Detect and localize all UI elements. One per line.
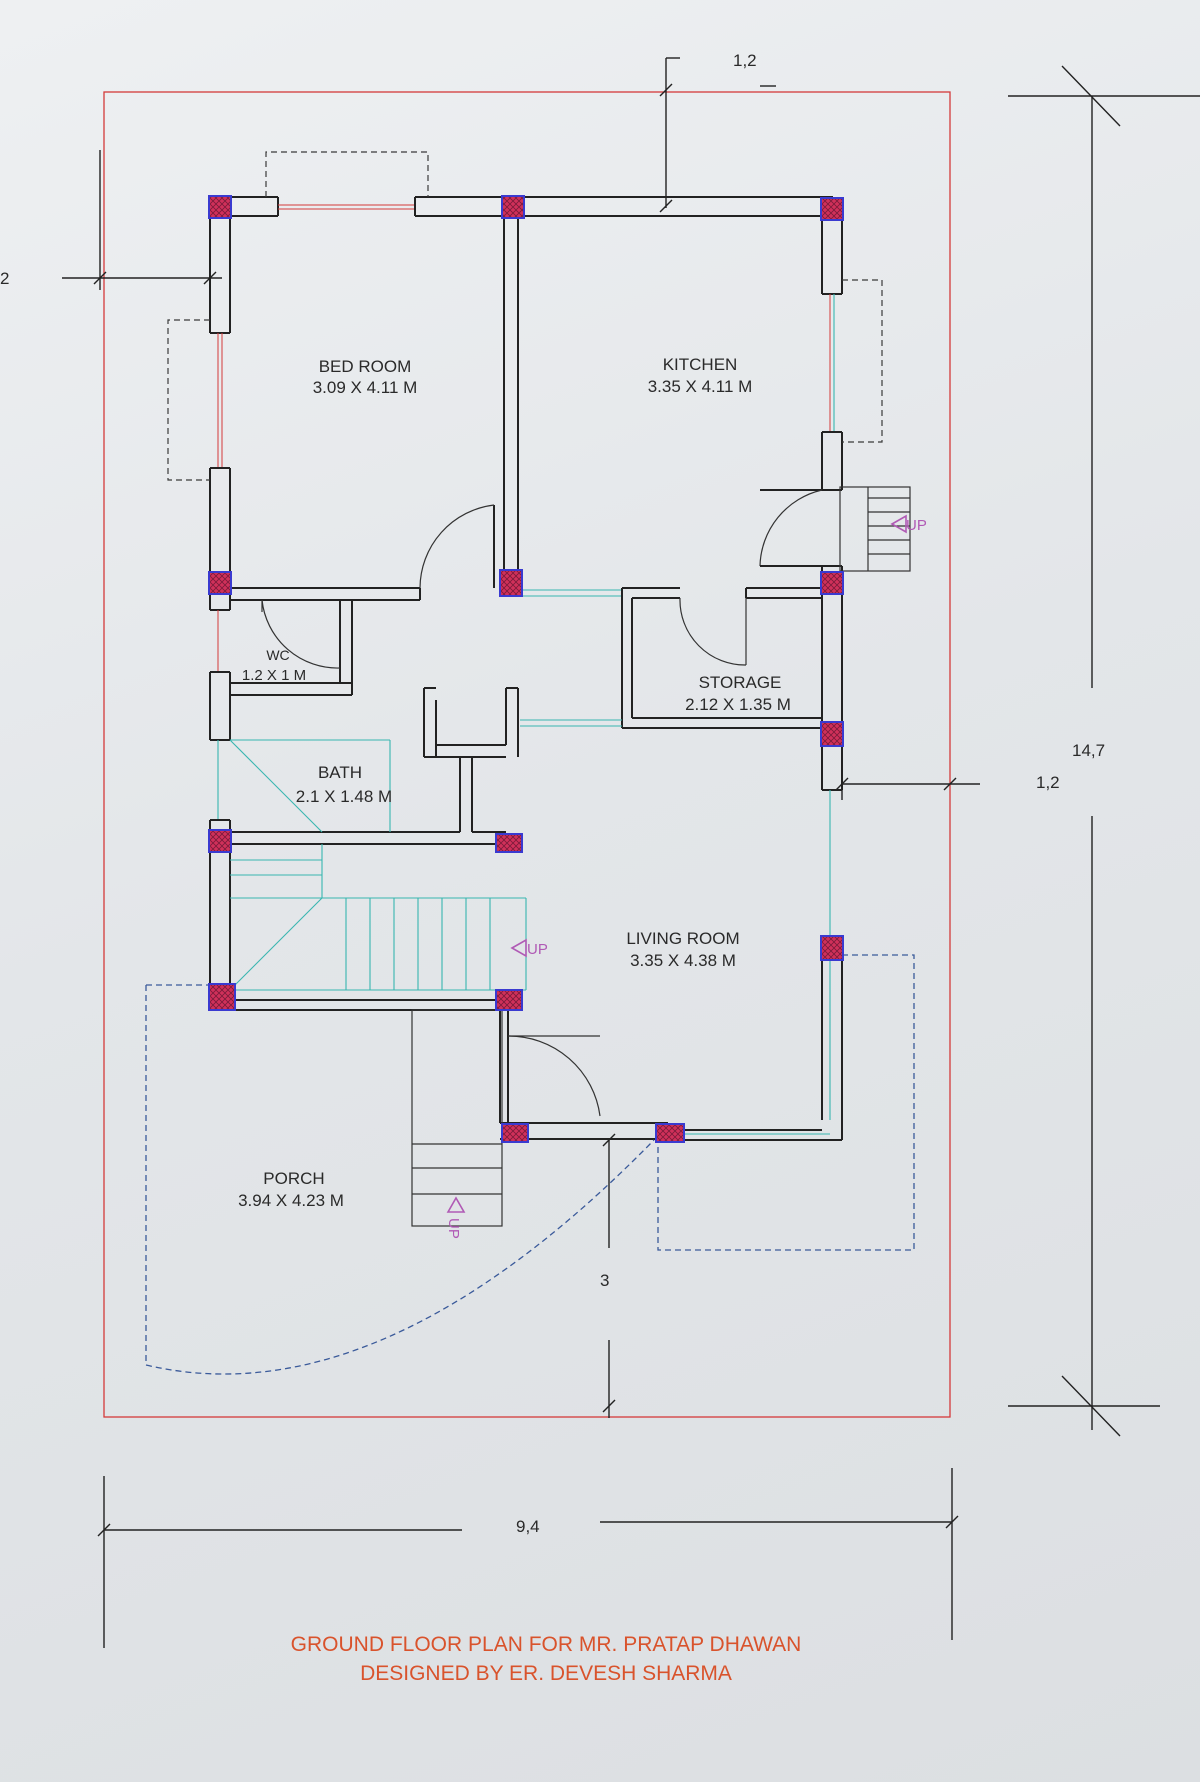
up-arrow-icon (446, 1196, 466, 1213)
up-label-service: UP (906, 517, 927, 534)
room-name-bedroom: BED ROOM (319, 357, 412, 376)
dim-top-setback: 1,2 (733, 51, 757, 70)
plot-boundary (103, 91, 951, 1418)
up-label-main-stair: UP (527, 941, 548, 958)
up-label-porch-step: UP (445, 1218, 462, 1239)
dimension-lines (62, 57, 1200, 1648)
door-swings (261, 489, 842, 1117)
up-arrow-icon (510, 938, 527, 958)
room-name-bath: BATH (318, 763, 362, 782)
structural-columns (208, 195, 844, 1143)
room-name-porch: PORCH (263, 1169, 324, 1188)
up-arrow-icon (890, 514, 907, 534)
dim-overall-width: 9,4 (516, 1517, 540, 1536)
room-size-kitchen: 3.35 X 4.11 M (648, 377, 753, 396)
dim-overall-length: 14,7 (1072, 741, 1105, 760)
dim-right-setback: 1,2 (1036, 773, 1060, 792)
plan-title: GROUND FLOOR PLAN FOR MR. PRATAP DHAWAN (291, 1633, 802, 1656)
room-name-wc: WC (266, 647, 289, 663)
room-size-living: 3.35 X 4.38 M (630, 951, 736, 970)
room-name-storage: STORAGE (699, 673, 782, 692)
room-size-porch: 3.94 X 4.23 M (238, 1191, 344, 1210)
dim-left-setback: 2 (0, 269, 9, 288)
room-size-wc: 1.2 X 1 M (242, 667, 306, 684)
room-size-bedroom: 3.09 X 4.11 M (313, 378, 418, 397)
designer-credit: DESIGNED BY ER. DEVESH SHARMA (360, 1662, 732, 1685)
room-size-bath: 2.1 X 1.48 M (296, 787, 392, 806)
room-name-kitchen: KITCHEN (663, 355, 738, 374)
staircases (229, 486, 911, 1227)
room-name-living: LIVING ROOM (626, 929, 739, 948)
dashed-projections (145, 151, 915, 1375)
dim-front-setback: 3 (600, 1271, 609, 1290)
room-size-storage: 2.12 X 1.35 M (685, 695, 791, 714)
